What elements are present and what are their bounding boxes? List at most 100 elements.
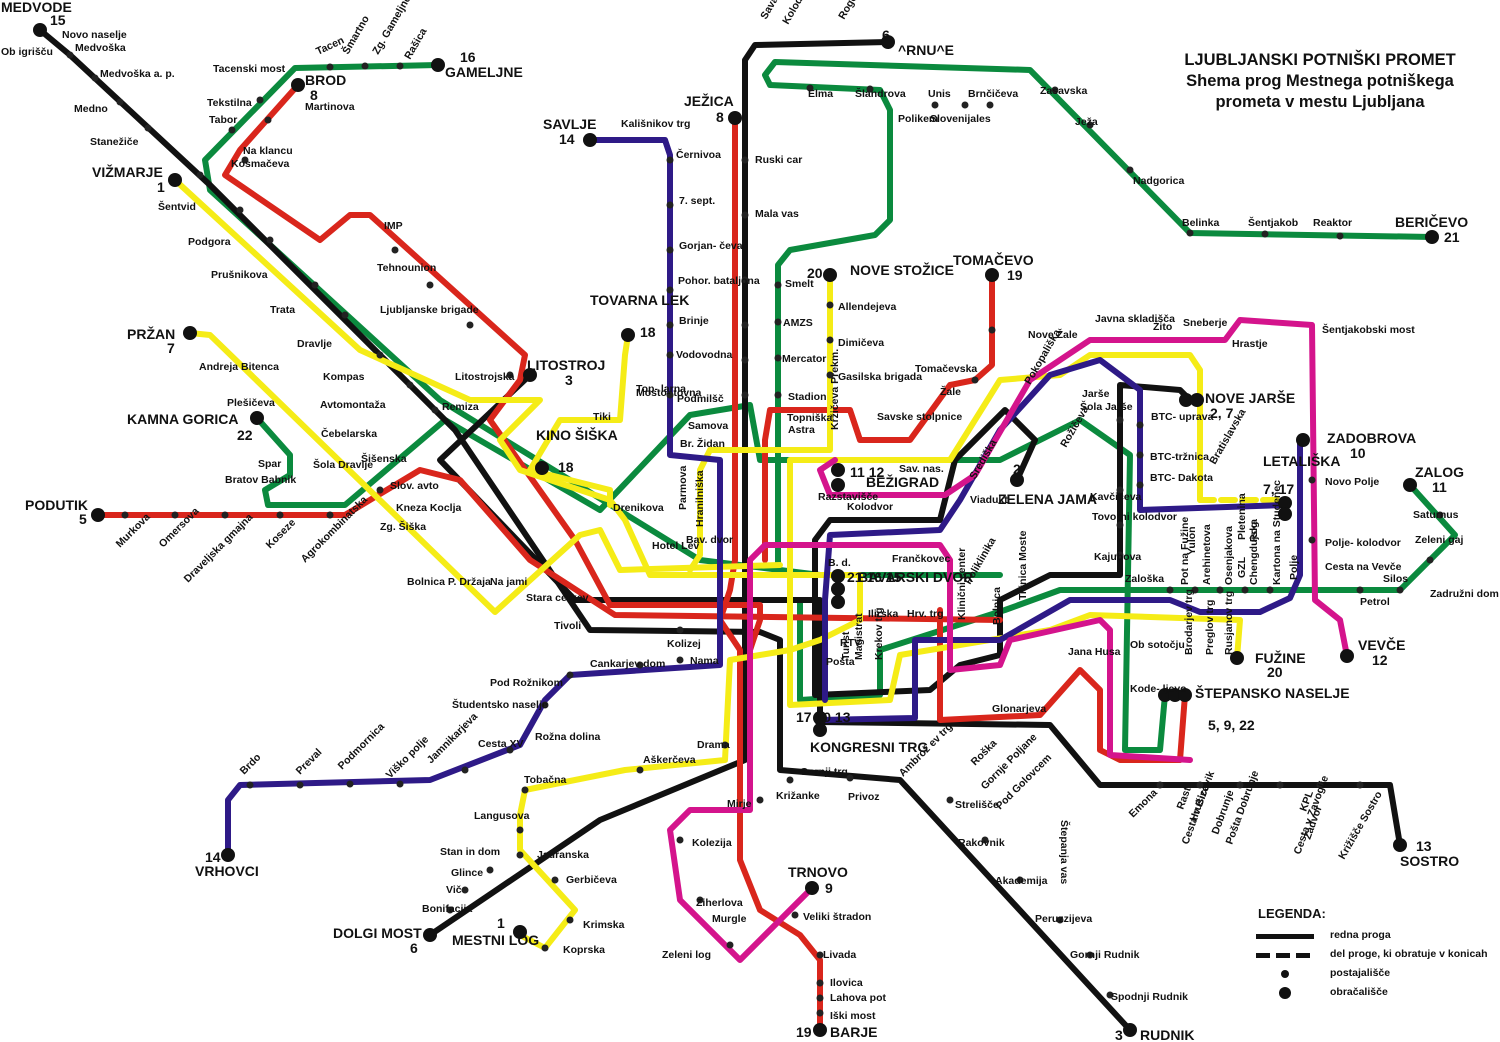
line-yellow-fuzine[interactable] — [787, 352, 1243, 708]
station-label: Rogovila — [836, 0, 869, 22]
station-label: Nove Žale — [1028, 328, 1078, 341]
station-label: Ilovica — [830, 977, 863, 989]
station-label: BTC-tržnica — [1150, 451, 1209, 463]
station-label: Tiki — [593, 411, 611, 423]
terminus-bericevo: BERIČEVO — [1395, 213, 1468, 230]
station-label: Unis — [928, 88, 951, 100]
legend-stop: postajališče — [1254, 965, 1500, 984]
terminus-gameljne-num: 16 — [460, 49, 476, 65]
station-label: Veliki štradon — [803, 911, 871, 923]
station-label: Arehinetova — [1201, 524, 1213, 585]
line-red-podutik[interactable] — [95, 467, 1003, 623]
station-label: Razstavišče — [818, 491, 878, 503]
station-label: Mosto- tovna — [636, 387, 701, 399]
station-label: Silos — [1383, 573, 1408, 585]
terminus-zelenajama-num: 2 — [1013, 461, 1021, 477]
terminus-kinosiska-num: 18 — [558, 459, 574, 475]
station-label: Litostrojska — [455, 371, 515, 383]
terminus-mestnilog-num: 1 — [497, 915, 505, 931]
line-red-tomacevo[interactable] — [762, 272, 995, 563]
terminus-bezigrad-num: 11 12 — [850, 464, 884, 480]
station-label: Šola Dravlje — [313, 458, 373, 471]
station-label: Čebelarska — [321, 427, 377, 440]
line-magenta-trnovo[interactable] — [667, 542, 1193, 963]
terminus-barje-num: 19 — [796, 1024, 812, 1040]
station-label: Iški most — [830, 1010, 876, 1022]
station-label: Topniška — [787, 412, 832, 424]
legend-regular-route: redna proga — [1254, 927, 1500, 946]
station-label: Brnčičeva — [968, 88, 1018, 100]
terminus-zadobrova: ZADOBROVA — [1327, 430, 1416, 446]
line-red-brod[interactable] — [222, 82, 763, 653]
terminus-kamnagorica: KAMNA GORICA — [127, 411, 238, 427]
terminus-sostro: SOSTRO — [1400, 853, 1459, 869]
terminus-labels: MEDVODE 15 GAMELJNE 16 BROD 8 ^RNU^E 6 J… — [1, 0, 1468, 1042]
terminus-letaliska: LETALIŠKA — [1263, 452, 1341, 469]
terminus-kongresni-num: 17 10 13 — [796, 709, 851, 725]
station-label: Koprska — [563, 944, 605, 956]
terminus-vizmarje: VIŽMARJE — [92, 163, 163, 180]
station-label: Javna skladišča — [1095, 313, 1175, 325]
line-green-kamnagorica[interactable] — [254, 402, 1168, 753]
station-label: Ilirska — [868, 608, 899, 620]
line-black-sostro[interactable] — [815, 719, 1403, 848]
station-label: RTV — [840, 637, 861, 649]
station-label: Sneberje — [1183, 317, 1228, 329]
station-label: Jarše — [1082, 388, 1110, 400]
station-label: Ježa — [1075, 116, 1098, 128]
station-label: Cankarjev dom — [590, 658, 665, 670]
line-yellow-przan[interactable] — [187, 330, 783, 615]
terminus-barje: BARJE — [830, 1024, 877, 1040]
station-label: Križišče Sostro — [1336, 789, 1385, 861]
terminus-litostroj: LITOSTROJ — [527, 357, 605, 373]
station-label: Saturnus — [1413, 509, 1459, 521]
line-yellow-tovarnalek[interactable] — [527, 332, 631, 508]
terminus-fuzine: FUŽINE — [1255, 649, 1306, 666]
station-label: Elma — [808, 88, 833, 100]
station-label: Zaloška — [1125, 573, 1164, 585]
terminus-brod-num: 8 — [310, 87, 318, 103]
station-label: Hrv. trg — [907, 608, 944, 620]
station-label: Rožna dolina — [535, 731, 600, 743]
station-label: Koseze — [264, 517, 299, 552]
station-label: Rašica — [402, 26, 429, 61]
station-label: Frančkovec — [892, 553, 951, 565]
terminus-mestnilog: MESTNI LOG — [452, 932, 539, 948]
line-green-bericevo[interactable] — [762, 59, 1435, 578]
station-label: Cesta na Vevče — [1325, 561, 1402, 573]
station-label: Kolizej — [667, 638, 701, 650]
station-label: Glonarjeva — [992, 703, 1046, 715]
terminus-kongresni: KONGRESNI TRG — [810, 739, 928, 755]
station-label: Top- larna — [636, 383, 686, 395]
station-label: Martinova — [305, 101, 355, 113]
station-label: Petrol — [1360, 596, 1390, 608]
line-magenta-vevce[interactable] — [817, 317, 1350, 659]
terminus-medvode-num: 15 — [50, 12, 66, 28]
line-purple-zalog[interactable] — [817, 437, 1303, 723]
legend-stop-label: postajališče — [1330, 967, 1391, 979]
station-label: Vodovodna — [676, 349, 733, 361]
station-label: Križanke — [776, 790, 820, 802]
station-label: Yulon — [1186, 526, 1198, 555]
line-black-zelenajama[interactable] — [812, 382, 1193, 698]
station-label: Omersova — [157, 505, 202, 550]
station-label: Spodnji Rudnik — [1111, 991, 1188, 1003]
station-label: Jadranska — [537, 849, 589, 861]
terminus-stepansko: ŠTEPANSKO NASELJE — [1195, 684, 1350, 701]
line-black-medvode[interactable] — [37, 27, 1133, 1033]
station-label: Polikem — [898, 113, 938, 125]
station-label: Zasavska — [1040, 85, 1087, 97]
station-label: Podmornica — [336, 721, 388, 773]
station-label: AMZS — [783, 317, 813, 329]
station-label: Zadružni dom — [1430, 588, 1499, 600]
terminus-stepansko-num: 5, 9, 22 — [1208, 717, 1255, 733]
terminus-tovarnalek: TOVARNA LEK — [590, 292, 689, 308]
line-black-litostroj[interactable] — [437, 372, 823, 733]
station-label: Dimičeva — [838, 337, 884, 349]
station-label: Stadion — [788, 391, 827, 403]
line-black-crnuce[interactable] — [427, 39, 891, 938]
station-label: Prušnikova — [211, 269, 268, 281]
station-label: Šlandrova — [855, 87, 906, 100]
terminus-litostroj-num: 3 — [565, 372, 573, 388]
terminus-podutik-num: 5 — [79, 511, 87, 527]
